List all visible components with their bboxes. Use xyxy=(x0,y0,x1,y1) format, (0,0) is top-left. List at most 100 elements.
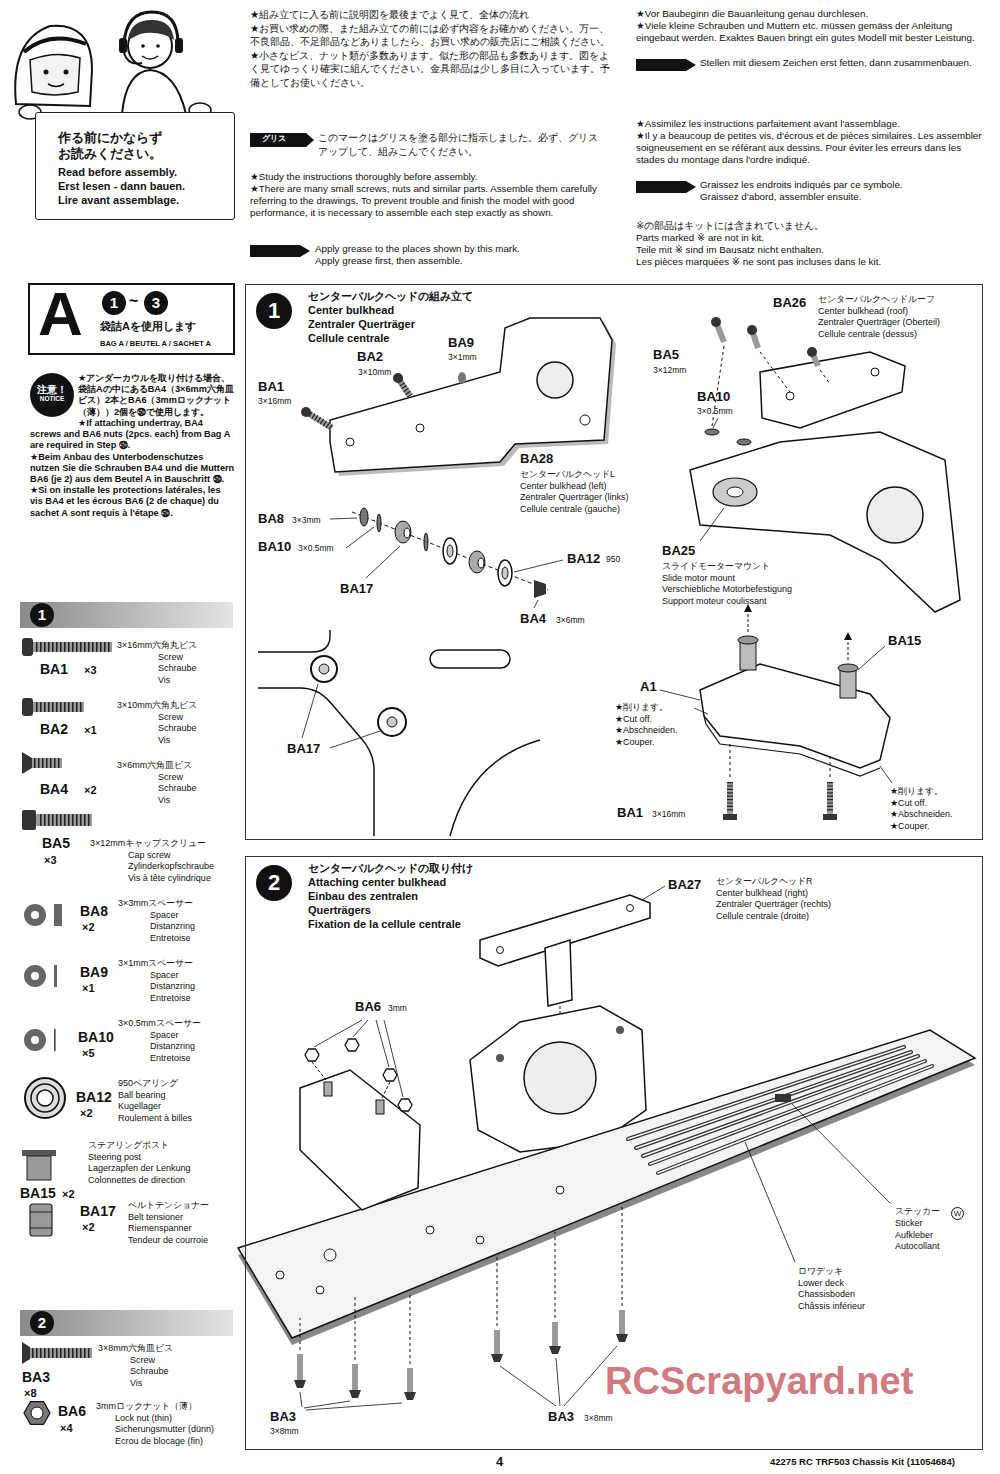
label-group: ベルトテンショナー xyxy=(128,1200,209,1211)
chassis-assembly xyxy=(398,1099,412,1111)
chassis-assembly xyxy=(324,1082,332,1096)
bulkhead-left xyxy=(393,373,403,383)
label-group: BA9 xyxy=(448,336,474,349)
sticker-code: W xyxy=(952,1208,963,1219)
part-caption: Lower deck xyxy=(798,1278,865,1290)
step-panel: 2センターバルクヘッドの取り付けAttaching center bulkhea… xyxy=(245,856,983,1450)
part-count: ×2 xyxy=(84,785,97,796)
instruction-text: Parts marked ※ are not in kit. xyxy=(636,232,986,244)
label-group: BA1 xyxy=(617,806,643,819)
part-icon xyxy=(33,702,84,712)
label-group: BA28 xyxy=(520,452,553,465)
bulkhead-left xyxy=(377,514,381,532)
part-count: ×2 xyxy=(82,1222,95,1233)
part-description: Spacer xyxy=(150,1030,195,1041)
chassis-assembly xyxy=(643,1056,918,1156)
part-caption: Slide motor mount xyxy=(662,573,792,585)
bulkhead-left xyxy=(395,521,411,543)
instruction-text: Graissez d'abord, assembler ensuite. xyxy=(700,191,903,203)
part-description: Vis xyxy=(130,1378,169,1389)
bag-text: BAG A / BEUTEL A / SACHET A xyxy=(100,339,211,348)
part-description: Cap screw xyxy=(128,850,214,861)
part-description: Roulement à billes xyxy=(118,1113,192,1124)
part-icon xyxy=(54,904,62,926)
text-group: BAG A / BEUTEL A / SACHET A xyxy=(100,339,211,348)
label-group: ★アンダーカウルを取り付ける場合、袋詰Aの中にあるBA4（3×6mm六角皿ビス）… xyxy=(30,373,235,519)
notice-text: ★Si on installe les protections latérale… xyxy=(30,485,235,519)
label-group: ×3 xyxy=(44,855,57,866)
grease-icon xyxy=(250,245,310,257)
sign-text: 作る前にかならず お読みください。 xyxy=(58,131,226,162)
dimension-label: 3×3mm xyxy=(292,516,321,525)
cartoon-figure xyxy=(64,70,69,75)
part-icon xyxy=(27,1156,51,1180)
label-group: BA3 xyxy=(548,1410,574,1423)
text-group: 1 xyxy=(256,293,292,329)
instruction-text: ★お買い求めの際、また組み立ての前には必ず内容をお確かめください。万一、不良部品… xyxy=(250,22,612,49)
chassis-assembly xyxy=(316,1286,324,1294)
part-icon xyxy=(36,814,92,826)
part-icon xyxy=(30,1348,92,1358)
cartoon-figure xyxy=(124,53,142,64)
text-group: A xyxy=(38,283,83,345)
dimension-label: 3×0.5mm xyxy=(697,407,733,416)
grease-mark-text: グリス xyxy=(262,135,286,143)
label-group: 3×16mm六角丸ビス xyxy=(117,640,197,651)
bulkhead-left xyxy=(498,560,512,586)
bulkhead-right xyxy=(713,478,757,506)
chassis-assembly xyxy=(642,886,665,900)
chassis-assembly xyxy=(407,1368,413,1392)
part-icon xyxy=(31,1036,39,1044)
dimension-label: 3×16mm xyxy=(652,810,685,819)
detail-view xyxy=(258,630,330,652)
chassis-assembly xyxy=(616,1026,624,1034)
grease-icon xyxy=(250,59,696,257)
part-icon xyxy=(54,965,57,987)
chassis-assembly xyxy=(276,1271,284,1279)
chassis-assembly xyxy=(658,1066,932,1173)
chassis-assembly xyxy=(556,1358,560,1406)
part-caption: ★Couper. xyxy=(890,821,953,833)
part-code: BA5 xyxy=(42,836,70,850)
step-bar: 2 xyxy=(20,1310,233,1336)
bag-text: 袋詰Aを使用します xyxy=(100,320,196,333)
chassis-assembly xyxy=(491,1354,503,1362)
steering-post-plate xyxy=(858,646,885,670)
step-title: Attaching center bulkhead xyxy=(308,876,478,890)
cartoon-figure xyxy=(15,12,211,119)
part-label: BA10 xyxy=(258,540,291,553)
part-description: Riemenspanner xyxy=(128,1223,208,1234)
bulkhead-right xyxy=(711,317,721,327)
text-group: 2 xyxy=(30,1311,54,1335)
part-code: BA9 xyxy=(80,965,108,979)
chassis-assembly xyxy=(404,1392,416,1400)
bulkhead-left xyxy=(458,372,466,384)
bulkhead-right xyxy=(737,439,751,445)
part-description: ベルトテンショナー xyxy=(128,1200,209,1211)
label-group: BA1 xyxy=(40,662,68,676)
chassis-assembly xyxy=(650,1061,925,1164)
part-icon xyxy=(32,758,62,768)
bulkhead-left xyxy=(360,508,368,526)
label-group: BA6 xyxy=(355,1000,381,1013)
sign-text: Read before assembly. xyxy=(58,166,226,180)
label-group: 4 xyxy=(496,1455,503,1468)
part-caption: ★削ります。 xyxy=(615,702,678,714)
chassis-assembly xyxy=(294,1380,306,1388)
part-caption: Sticker xyxy=(895,1218,940,1230)
instruction-text: ★小さなビス、ナット類が多数あります。似た形の部品も多数あります。図をよく見てゆ… xyxy=(250,49,612,90)
label-group: 3×12mm xyxy=(653,366,686,375)
bulkhead-right xyxy=(705,429,719,435)
cartoon-figure xyxy=(44,70,49,75)
bulkhead-right xyxy=(807,347,817,357)
chassis-assembly xyxy=(300,1070,420,1210)
label-group: Apply grease to the places shown by this… xyxy=(315,243,520,267)
part-icon xyxy=(22,752,32,774)
part-icon xyxy=(36,642,112,652)
part-label: BA15 xyxy=(888,634,921,647)
label-group: BA15 xyxy=(888,634,921,647)
part-count: ×1 xyxy=(82,983,95,994)
chassis-assembly xyxy=(297,1354,303,1380)
text-group: 1 xyxy=(102,291,126,315)
step-number: 3 xyxy=(144,291,168,315)
